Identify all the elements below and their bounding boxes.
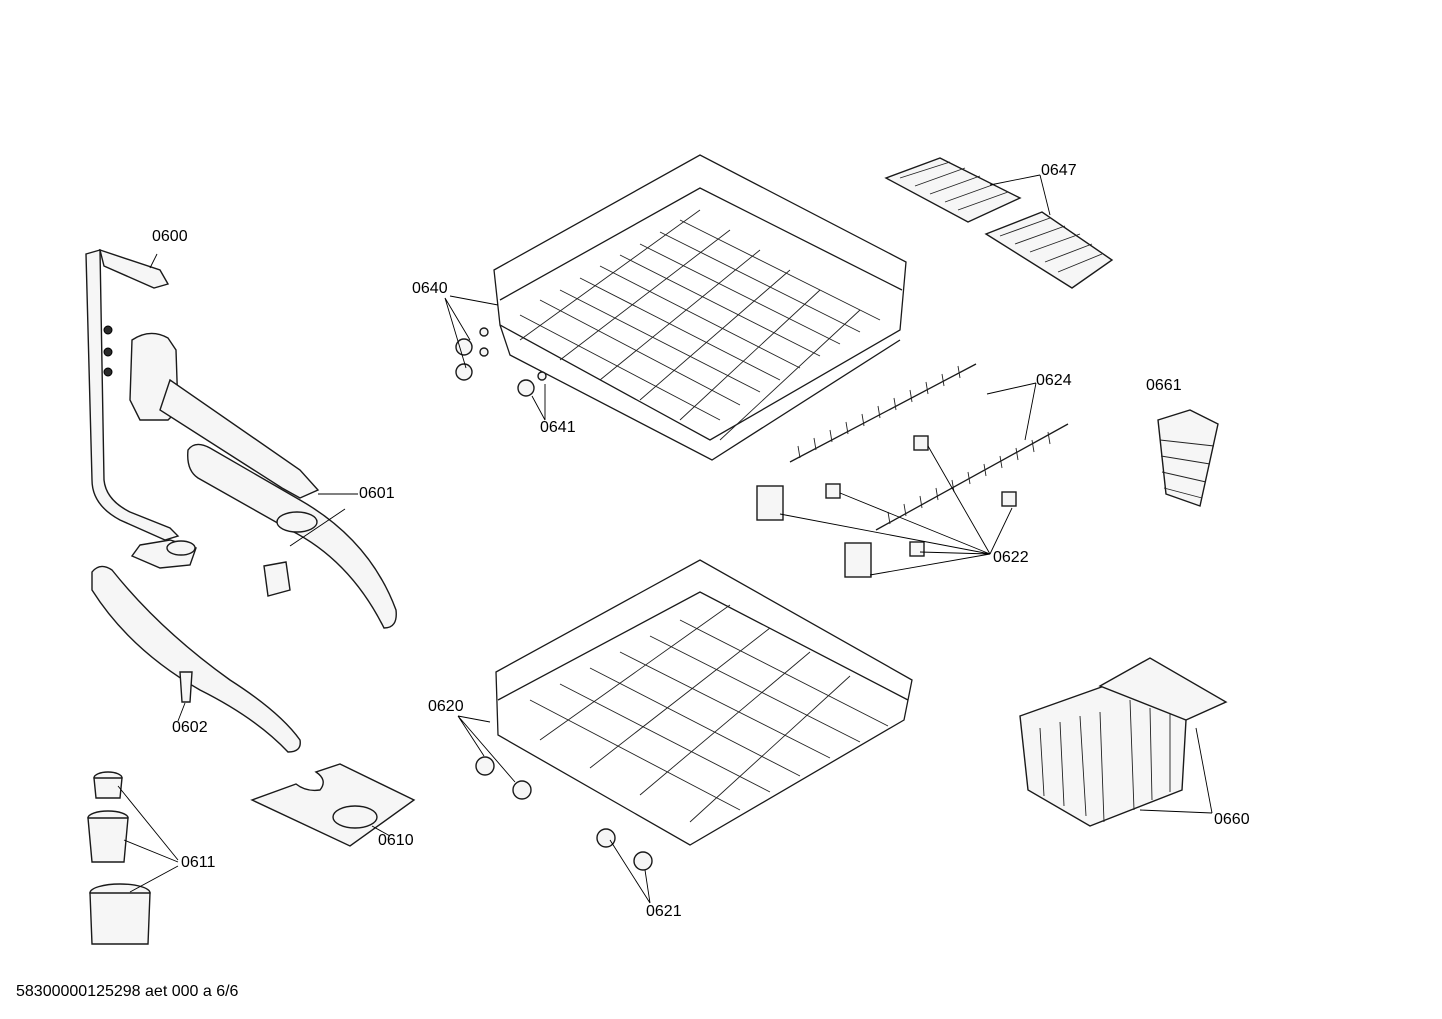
label-0601: 0601: [359, 485, 395, 502]
water-supply-pipe: [85, 248, 320, 569]
upper-basket-rollers: [455, 327, 547, 397]
label-0624: 0624: [1036, 372, 1072, 389]
label-0641: 0641: [540, 419, 576, 436]
label-0660: 0660: [1214, 811, 1250, 828]
label-0610: 0610: [378, 832, 414, 849]
label-0600: 0600: [152, 228, 188, 245]
label-0621: 0621: [646, 903, 682, 920]
filter-cover-plate: [250, 763, 416, 847]
label-0611: 0611: [181, 854, 216, 871]
label-0620: 0620: [428, 698, 464, 715]
lower-basket: [495, 559, 913, 846]
filter-assembly: [87, 771, 151, 945]
small-cutlery-basket: [1157, 409, 1219, 507]
upper-spray-arm: [187, 443, 397, 629]
cup-shelves: [884, 157, 1114, 289]
document-footer-id: 58300000125298 aet 000 a 6/6: [16, 983, 239, 1000]
label-0661: 0661: [1146, 377, 1182, 394]
label-0640: 0640: [412, 280, 448, 297]
tine-clips: [756, 435, 1017, 578]
label-0622: 0622: [993, 549, 1029, 566]
leader-lines: [117, 174, 1213, 904]
label-0647: 0647: [1041, 162, 1077, 179]
label-0602: 0602: [172, 719, 208, 736]
cutlery-basket: [1019, 657, 1228, 827]
upper-basket: [493, 154, 907, 461]
lower-spray-arm: [91, 565, 301, 753]
lower-basket-rollers: [475, 756, 653, 871]
folding-tine-racks: [789, 363, 1069, 531]
